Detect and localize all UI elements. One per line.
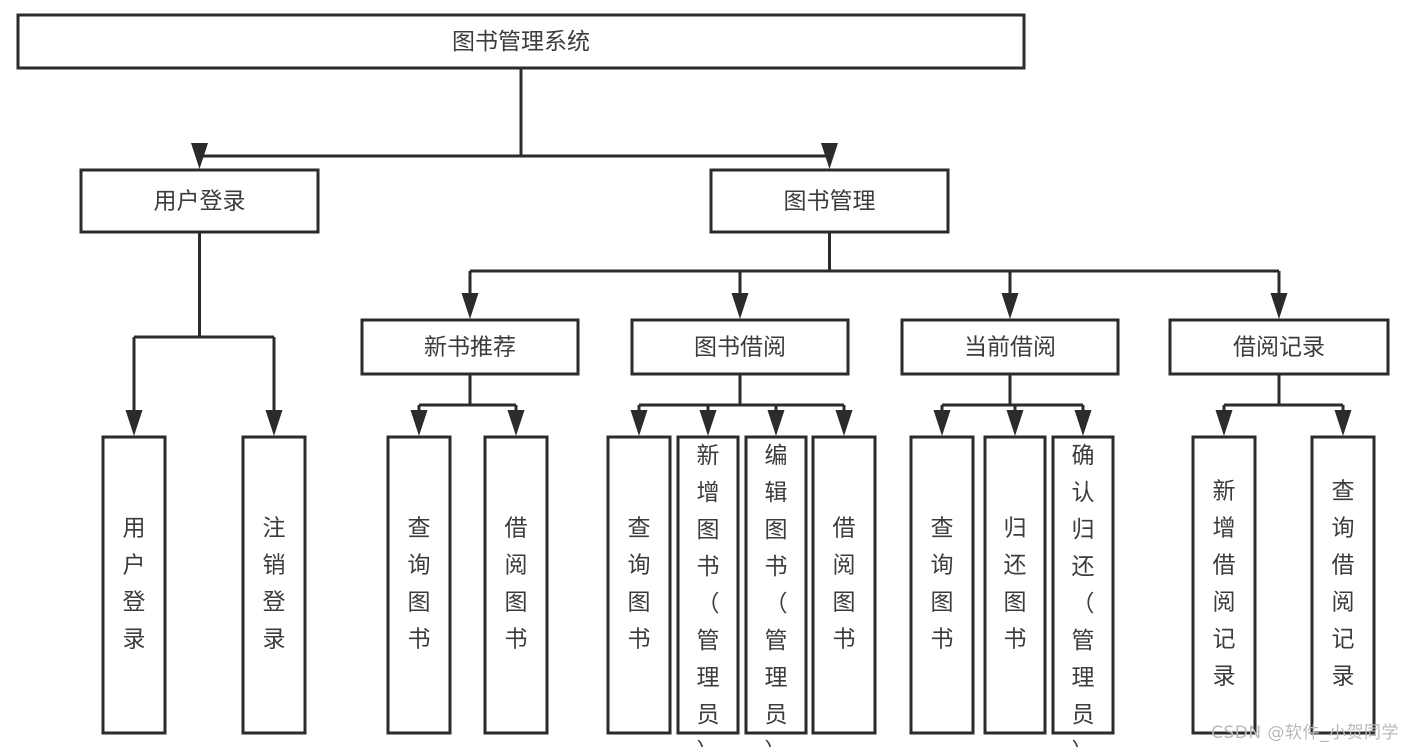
node-label: 查询图书 <box>628 516 651 653</box>
node-box[interactable] <box>241 435 307 735</box>
arrowhead <box>265 410 283 436</box>
node-label: 注销登录 <box>263 516 286 653</box>
node-box[interactable] <box>101 435 167 735</box>
node-leaf-confirm-return[interactable]: 确认归还（管理员） <box>1051 435 1115 747</box>
node-label: 用户登录 <box>154 189 246 215</box>
node-leaf-user-login[interactable]: 用户登录 <box>101 435 167 735</box>
connector-group <box>1215 374 1352 436</box>
node-label: 新增图书（管理员） <box>697 443 720 747</box>
node-book-manage[interactable]: 图书管理 <box>709 168 950 234</box>
node-leaf-return-book[interactable]: 归还图书 <box>983 435 1047 735</box>
node-root[interactable]: 图书管理系统 <box>16 13 1026 70</box>
node-box[interactable] <box>386 435 452 735</box>
node-box[interactable] <box>630 318 850 376</box>
node-label: 归还图书 <box>1004 516 1027 653</box>
node-label: 图书借阅 <box>694 335 786 361</box>
node-leaf-query-record[interactable]: 查询借阅记录 <box>1310 435 1376 735</box>
node-box[interactable] <box>483 435 549 735</box>
node-leaf-query-book-1[interactable]: 查询图书 <box>386 435 452 735</box>
arrowhead <box>821 143 838 169</box>
node-leaf-logout[interactable]: 注销登录 <box>241 435 307 735</box>
arrowhead <box>461 293 479 319</box>
node-box[interactable] <box>811 435 877 735</box>
node-label: 借阅图书 <box>833 516 856 653</box>
node-label: 借阅记录 <box>1233 335 1325 361</box>
arrowhead <box>1006 410 1024 436</box>
node-book-borrow[interactable]: 图书借阅 <box>630 318 850 376</box>
node-box[interactable] <box>709 168 950 234</box>
arrowhead <box>630 410 648 436</box>
node-label: 编辑图书（管理员） <box>765 443 788 747</box>
connector-group <box>933 374 1092 436</box>
arrowhead <box>410 410 428 436</box>
node-leaf-query-book-2[interactable]: 查询图书 <box>606 435 672 735</box>
arrowhead <box>125 410 143 436</box>
arrowhead <box>1270 293 1288 319</box>
node-user-login[interactable]: 用户登录 <box>79 168 320 234</box>
node-label: 查询图书 <box>931 516 954 653</box>
node-label: 确认归还（管理员） <box>1072 443 1095 747</box>
node-box[interactable] <box>1310 435 1376 735</box>
connector-group <box>125 232 283 436</box>
node-box[interactable] <box>983 435 1047 735</box>
node-label: 借阅图书 <box>505 516 528 653</box>
arrowhead <box>835 410 853 436</box>
node-layer: 图书管理系统用户登录图书管理新书推荐图书借阅当前借阅借阅记录用户登录注销登录查询… <box>16 13 1390 747</box>
arrowhead <box>767 410 785 436</box>
node-leaf-borrow-book-1[interactable]: 借阅图书 <box>483 435 549 735</box>
node-borrow-record[interactable]: 借阅记录 <box>1168 318 1390 376</box>
node-label: 图书管理系统 <box>452 29 590 55</box>
arrowhead <box>699 410 717 436</box>
node-leaf-add-book[interactable]: 新增图书（管理员） <box>676 435 740 747</box>
node-box[interactable] <box>79 168 320 234</box>
connector-layer <box>125 68 1352 436</box>
node-box[interactable] <box>16 13 1026 70</box>
connector-group <box>410 374 525 436</box>
node-box[interactable] <box>909 435 975 735</box>
arrowhead <box>507 410 525 436</box>
node-box[interactable] <box>744 435 808 735</box>
node-box[interactable] <box>1168 318 1390 376</box>
node-leaf-borrow-book-2[interactable]: 借阅图书 <box>811 435 877 735</box>
node-box[interactable] <box>900 318 1120 376</box>
arrowhead <box>1334 410 1352 436</box>
node-current-borrow[interactable]: 当前借阅 <box>900 318 1120 376</box>
node-new-book-recommend[interactable]: 新书推荐 <box>360 318 580 376</box>
arrowhead <box>1001 293 1019 319</box>
arrowhead <box>731 293 749 319</box>
node-leaf-query-book-3[interactable]: 查询图书 <box>909 435 975 735</box>
node-label: 查询借阅记录 <box>1332 479 1355 690</box>
node-box[interactable] <box>1051 435 1115 735</box>
connector-group <box>461 232 1288 319</box>
node-box[interactable] <box>1191 435 1257 735</box>
node-label: 新增借阅记录 <box>1213 479 1236 690</box>
node-label: 用户登录 <box>123 516 146 653</box>
node-label: 新书推荐 <box>424 335 516 361</box>
node-box[interactable] <box>360 318 580 376</box>
node-leaf-edit-book[interactable]: 编辑图书（管理员） <box>744 435 808 747</box>
node-leaf-add-record[interactable]: 新增借阅记录 <box>1191 435 1257 735</box>
node-label: 图书管理 <box>784 189 876 215</box>
arrowhead <box>933 410 951 436</box>
connector-group <box>191 68 838 169</box>
node-label: 当前借阅 <box>964 335 1056 361</box>
node-box[interactable] <box>606 435 672 735</box>
arrowhead <box>191 143 208 169</box>
node-label: 查询图书 <box>408 516 431 653</box>
arrowhead <box>1215 410 1233 436</box>
connector-group <box>630 374 853 436</box>
node-box[interactable] <box>676 435 740 735</box>
arrowhead <box>1074 410 1092 436</box>
